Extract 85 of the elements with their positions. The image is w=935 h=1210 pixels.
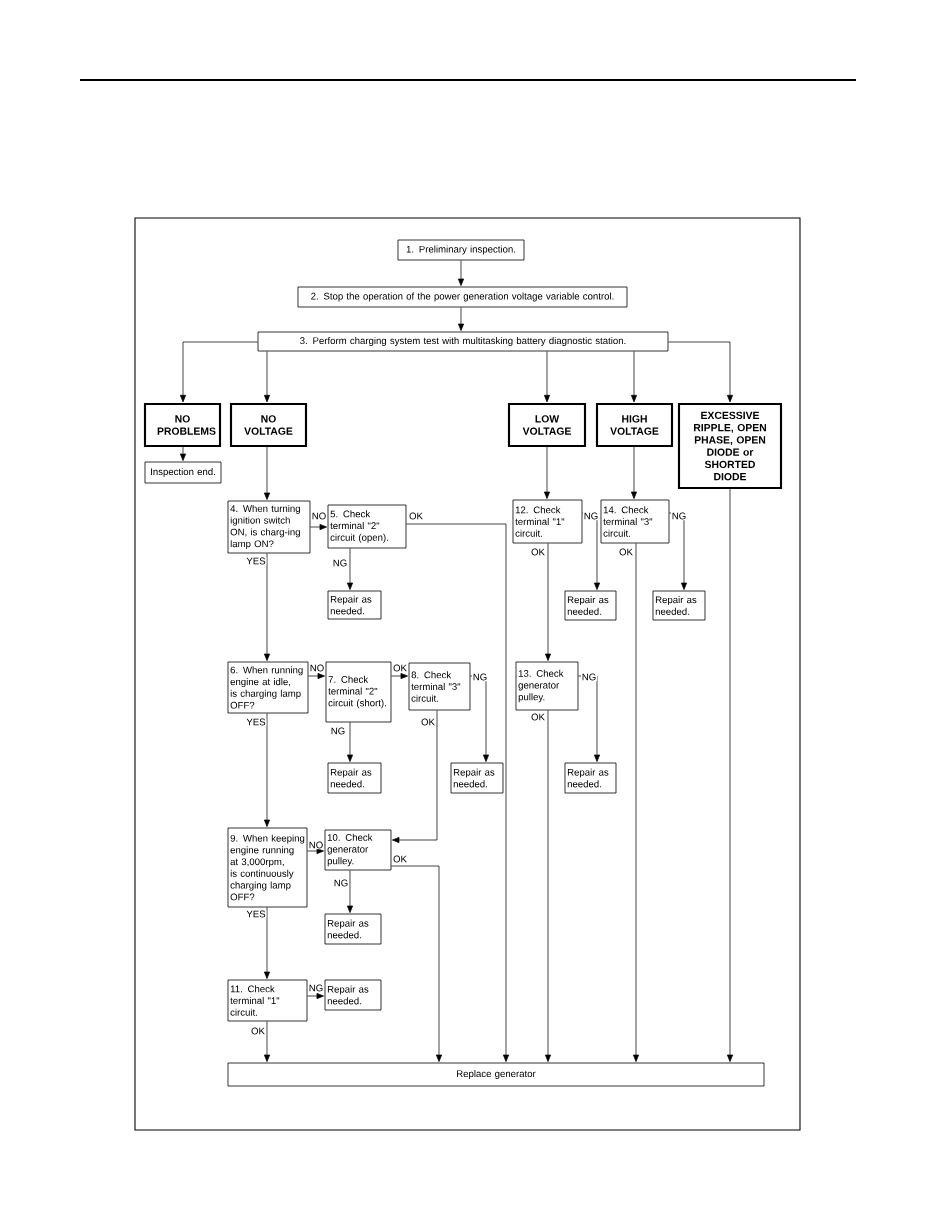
decision-box: 6. When running engine at idle, is charging lamp OFF?	[227, 661, 309, 714]
result-box: NO VOLTAGE	[229, 402, 308, 448]
arrow	[180, 341, 258, 403]
arrow	[391, 673, 408, 679]
edge-label: NG	[671, 511, 687, 521]
arrow	[668, 341, 733, 403]
arrow	[264, 553, 270, 661]
edge-label: NG	[333, 878, 349, 888]
edge-label: OK	[530, 547, 546, 557]
edge-label: OK	[392, 663, 408, 673]
check-box: 10. Check generator pulley.	[324, 829, 392, 871]
edge-label: OK	[392, 854, 408, 864]
edge-label: OK	[408, 511, 424, 521]
check-box: 13. Check generator pulley.	[515, 661, 579, 711]
edge-label: NG	[330, 726, 346, 736]
edge-label: OK	[250, 1026, 266, 1036]
edge-label: YES	[245, 717, 267, 727]
repair-box: Repair as needed.	[450, 762, 504, 794]
arrow	[391, 865, 442, 1062]
arrow	[631, 446, 637, 499]
result-box: EXCESSIVE RIPPLE, OPEN PHASE, OPEN DIODE or SHORTED DIODE	[677, 402, 783, 490]
arrow	[544, 351, 550, 403]
edge-label: NO	[309, 663, 325, 673]
edge-label: NO	[311, 511, 327, 521]
check-box: 12. Check terminal "1" circuit.	[512, 499, 583, 544]
arrow	[545, 710, 551, 1062]
arrow	[669, 512, 687, 590]
arrow	[458, 260, 464, 286]
edge-label: OK	[420, 717, 436, 727]
arrow	[310, 524, 327, 530]
end-box: Inspection end.	[144, 461, 222, 484]
check-box: 7. Check terminal "2" circuit (short).	[325, 661, 392, 723]
arrow	[633, 543, 639, 1062]
edge-label: YES	[245, 909, 267, 919]
arrow	[264, 1021, 270, 1062]
process-box: Replace generator	[227, 1062, 765, 1087]
arrow	[470, 675, 489, 762]
arrow	[727, 488, 733, 1062]
arrow	[578, 675, 600, 762]
result-box: LOW VOLTAGE	[507, 402, 587, 448]
step-box: 2. Stop the operation of the power generation voltage variable control.	[297, 286, 628, 308]
result-box: NO PROBLEMS	[143, 402, 222, 448]
arrow	[264, 446, 270, 500]
repair-box: Repair as needed.	[564, 590, 617, 621]
arrow	[307, 848, 324, 854]
check-box: 11. Check terminal "1" circuit.	[227, 979, 308, 1022]
arrow	[180, 446, 186, 461]
check-box: 5. Check terminal "2" circuit (open).	[327, 504, 407, 549]
edge-label: NG	[308, 983, 324, 993]
edge-label: NG	[581, 672, 597, 682]
edge-label: NG	[332, 558, 348, 568]
decision-box: 9. When keeping engine running at 3,000rpm, is continuously charging lamp OFF?	[227, 827, 308, 908]
edge-label: YES	[245, 556, 267, 566]
step-box: 3. Perform charging system test with multitasking battery diagnostic station.	[257, 331, 669, 352]
arrow	[347, 870, 353, 913]
result-box: HIGH VOLTAGE	[595, 402, 674, 448]
repair-box: Repair as needed.	[327, 590, 382, 620]
repair-box: Repair as needed.	[564, 762, 617, 794]
repair-box: Repair as needed.	[652, 590, 706, 621]
edge-label: NO	[308, 840, 324, 850]
arrow	[631, 351, 637, 403]
arrow	[582, 512, 600, 590]
arrow	[347, 722, 353, 762]
arrow	[307, 993, 324, 999]
edge-label: OK	[530, 712, 546, 722]
arrow	[545, 543, 551, 661]
repair-box: Repair as needed.	[324, 913, 382, 945]
check-box: 8. Check terminal "3" circuit.	[408, 662, 471, 711]
arrow	[392, 710, 438, 843]
step-box: 1. Preliminary inspection.	[397, 239, 525, 261]
decision-box: 4. When turning ignition switch ON, is charg-ing lamp ON?	[227, 500, 311, 554]
edge-label: NG	[472, 672, 488, 682]
arrow	[264, 907, 270, 979]
arrow	[544, 446, 550, 499]
arrow	[308, 673, 325, 679]
edge-label: OK	[618, 547, 634, 557]
repair-box: Repair as needed.	[327, 762, 382, 794]
arrow	[458, 307, 464, 331]
arrow	[406, 523, 509, 1062]
arrow	[264, 351, 270, 403]
repair-box: Repair as needed.	[324, 979, 382, 1011]
check-box: 14. Check terminal "3" circuit.	[600, 499, 670, 544]
arrow	[264, 713, 270, 827]
arrow	[347, 548, 353, 590]
edge-label: NG	[583, 511, 599, 521]
